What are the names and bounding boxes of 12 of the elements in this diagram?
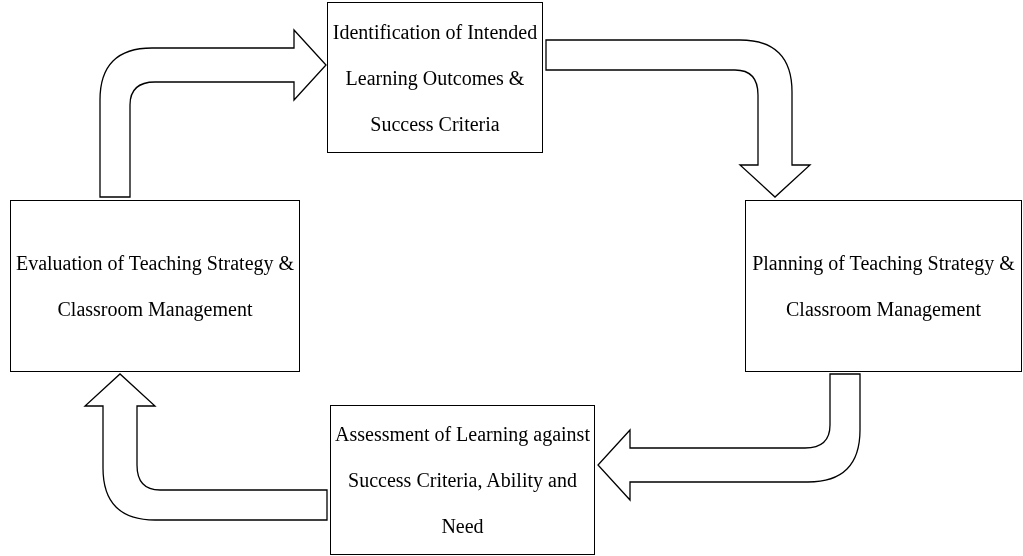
curved-block-arrow bbox=[545, 39, 811, 198]
curved-block-arrow bbox=[84, 373, 328, 521]
box-text: Assessment of Learning against Success Criteria, Ability and Need bbox=[334, 422, 591, 539]
curved-block-arrow bbox=[597, 373, 861, 501]
process-box bbox=[745, 200, 1022, 372]
curved-block-arrow bbox=[99, 29, 327, 198]
box-text: Identification of Intended Learning Outcomes & Success Criteria bbox=[331, 19, 539, 137]
process-box bbox=[330, 405, 595, 555]
box-text: Planning of Teaching Strategy & Classroom Management bbox=[751, 251, 1016, 323]
process-box bbox=[327, 2, 543, 153]
process-box bbox=[10, 200, 300, 372]
box-text: Evaluation of Teaching Strategy & Classroom Management bbox=[14, 251, 296, 323]
